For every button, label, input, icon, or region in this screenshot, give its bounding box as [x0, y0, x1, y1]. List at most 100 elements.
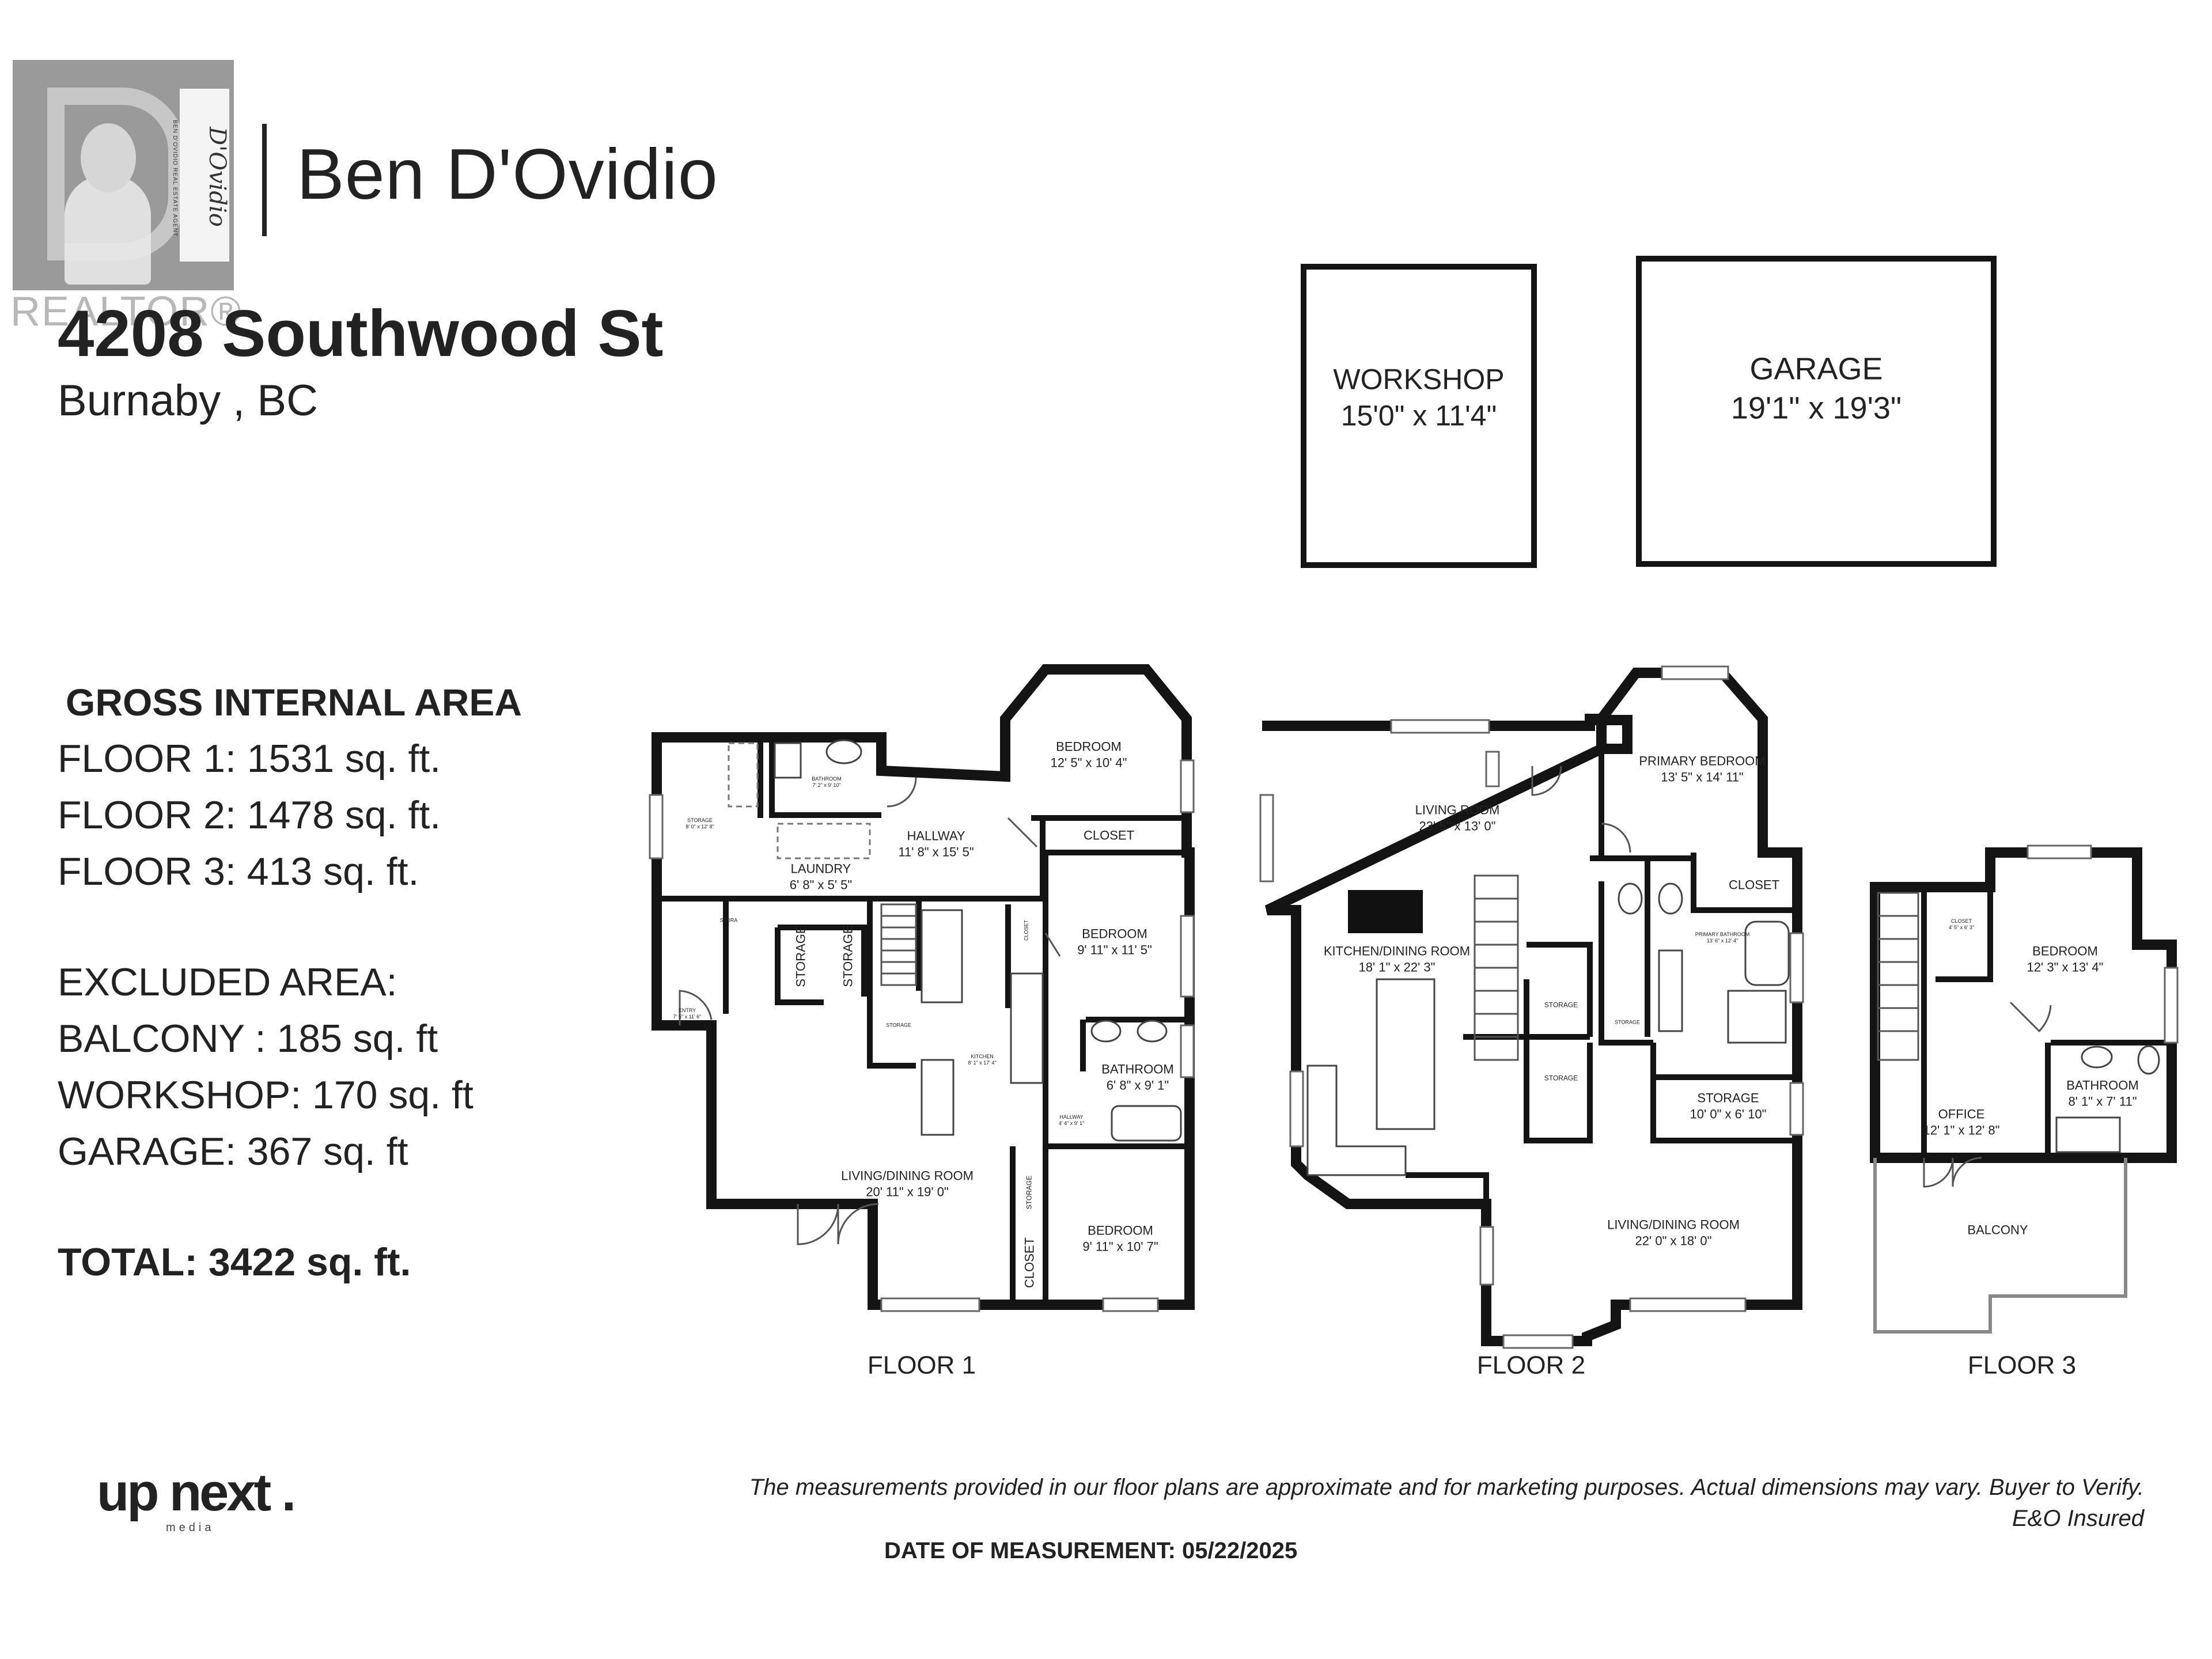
f2-storage-b: STORAGE: [1615, 1019, 1640, 1025]
f3-closet-name: CLOSET: [1950, 918, 1972, 924]
f1-bathroom-b: BATHROOM 6' 8" x 9' 1": [1101, 1062, 1173, 1093]
floor-area-1: FLOOR 1: 1531 sq. ft.: [58, 737, 441, 781]
f2-storage-big-dims: 10' 0" x 6' 10": [1690, 1107, 1767, 1121]
agent-portrait-head: [81, 123, 136, 192]
f1-laundry-dims: 6' 8" x 5' 5": [789, 877, 853, 892]
f1-kitchen-dims: 8' 1" x 17' 4": [968, 1060, 997, 1066]
bathtub: [2055, 1116, 2121, 1153]
floor1-plan: [649, 664, 1195, 1312]
kitchen-island: [1376, 978, 1435, 1130]
excluded-workshop: WORKSHOP: 170 sq. ft: [58, 1073, 474, 1117]
window: [1289, 1070, 1304, 1147]
agent-name: Ben D'Ovidio: [297, 135, 718, 214]
floor-area-2: FLOOR 2: 1478 sq. ft.: [58, 793, 441, 837]
f2-storage-a: STORAGE: [1544, 1001, 1578, 1009]
f3-closet: CLOSET 4' 5" x 6' 3": [1949, 918, 1974, 931]
f1-hallway-b-dims: 4' 4" x 9' 1": [1058, 1120, 1085, 1126]
f3-bedroom: BEDROOM 12' 3" x 13' 4": [2027, 944, 2104, 975]
f1-storage-a-name: STORAGE: [687, 817, 713, 823]
f1-bedroom-a: BEDROOM 12' 5" x 10' 4": [1051, 739, 1127, 771]
f2-living-dining: LIVING/DINING ROOM 22' 0" x 18' 0": [1607, 1217, 1740, 1249]
address-street: 4208 Southwood St: [58, 297, 664, 370]
workshop-name: WORKSHOP: [1333, 363, 1505, 396]
f1-bedroom-b-dims: 9' 11" x 11' 5": [1077, 942, 1152, 957]
vanity: [1658, 949, 1683, 1032]
balcony-outline: [1873, 1158, 2127, 1334]
brand-logo: up next . media: [97, 1463, 296, 1535]
f2-kitchen-dining-name: KITCHEN/DINING ROOM: [1323, 944, 1471, 959]
f1-bedroom-b-name: BEDROOM: [1082, 926, 1147, 941]
door: [1952, 1157, 1982, 1187]
f2-primary-bedroom-name: PRIMARY BEDROOM: [1639, 753, 1766, 768]
f3-balcony: BALCONY: [1967, 1222, 2028, 1237]
window: [1102, 1297, 1159, 1312]
realtor-mark: REALTOR®: [10, 289, 243, 335]
f2-primary-bath-dims: 13' 6" x 12' 4": [1706, 938, 1738, 944]
f2-storage-big-name: STORAGE: [1697, 1090, 1759, 1105]
door: [887, 777, 917, 808]
sink: [825, 739, 862, 764]
f2-living-name: LIVING ROOM: [1415, 802, 1500, 817]
laundry-counter: [777, 823, 871, 859]
window: [1485, 751, 1500, 787]
window: [2164, 967, 2179, 1044]
fireplace: [1348, 890, 1423, 933]
brand-name: up next .: [97, 1463, 296, 1522]
f1-storage-a: STORAGE 8' 0" x 12' 8": [685, 817, 714, 831]
floor2-caption: FLOOR 2: [1476, 1351, 1586, 1380]
floor3-caption: FLOOR 3: [1967, 1351, 2077, 1380]
f1-bedroom-c-dims: 9' 11" x 10' 7": [1082, 1239, 1158, 1253]
f1-living-dining: LIVING/DINING ROOM 20' 11" x 19' 0": [841, 1168, 974, 1200]
f2-living-dining-name: LIVING/DINING ROOM: [1607, 1217, 1740, 1232]
disclaimer-line1: The measurements provided in our floor p…: [749, 1475, 2144, 1500]
floor3-outer-wall: [1870, 847, 2177, 1163]
f1-hallway-b-name: HALLWAY: [1059, 1113, 1084, 1120]
f2-storage-c: STORAGE: [1544, 1074, 1578, 1082]
f1-storage-c: STORAGE: [840, 925, 855, 987]
window: [1479, 1226, 1494, 1286]
kitchen-counter: [921, 909, 963, 1003]
f1-storage-a-dims: 8' 0" x 12' 8": [685, 824, 714, 830]
brand-sub: media: [166, 1521, 215, 1534]
door: [1601, 823, 1631, 853]
f1-bathroom-a-dims: 7' 2" x 9' 10": [812, 782, 841, 788]
workshop-dims: 15'0" x 11'4": [1340, 399, 1497, 431]
f1-living-dining-name: LIVING/DINING ROOM: [841, 1168, 974, 1183]
floor3-plan: [1870, 844, 2179, 1334]
f1-laundry: LAUNDRY 6' 8" x 5' 5": [790, 861, 852, 893]
window: [1180, 915, 1195, 998]
f2-kitchen-dining: KITCHEN/DINING ROOM 18' 1" x 22' 3": [1324, 944, 1470, 975]
f1-laundry-name: LAUNDRY: [790, 861, 851, 876]
bathtub: [1111, 1105, 1182, 1142]
door: [797, 1203, 839, 1245]
f1-entry-dims: 7' 5" x 11' 6": [673, 1014, 702, 1020]
f2-living-dining-dims: 22' 0" x 18' 0": [1635, 1233, 1712, 1248]
f2-primary-bath-name: PRIMARY BATHROOM: [1695, 931, 1750, 937]
f1-bathroom-b-dims: 6' 8" x 9' 1": [1106, 1078, 1169, 1092]
f1-bathroom-a: BATHROOM 7' 2" x 9' 10": [812, 776, 841, 789]
floor3-interior-walls: [1921, 887, 2172, 1158]
f2-living-dims: 23' 5" x 13' 0": [1419, 819, 1496, 833]
f3-office-dims: 12' 1" x 12' 8": [1923, 1123, 2000, 1137]
window: [1789, 1082, 1804, 1136]
workshop-label: WORKSHOP 15'0" x 11'4": [1333, 362, 1504, 434]
excluded-garage: GARAGE: 367 sq. ft: [58, 1130, 408, 1173]
f1-kitchen: KITCHEN 8' 1" x 17' 4": [968, 1054, 996, 1067]
window: [2027, 844, 2092, 859]
excluded-balcony: BALCONY : 185 sq. ft: [58, 1017, 438, 1060]
f1-storage-e: STORAGE: [1025, 1175, 1033, 1210]
f1-kitchen-name: KITCHEN: [971, 1053, 994, 1059]
floor1-outer-wall: [652, 664, 1195, 1310]
window: [1180, 1024, 1195, 1078]
window: [1629, 1297, 1747, 1312]
disclaimer-line2: E&O Insured: [2012, 1506, 2144, 1531]
bathtub: [1744, 921, 1790, 986]
f3-closet-dims: 4' 5" x 6' 3": [1948, 925, 1975, 930]
f3-office-name: OFFICE: [1938, 1107, 1985, 1122]
f2-living: LIVING ROOM 23' 5" x 13' 0": [1415, 802, 1500, 834]
f1-bedroom-c-name: BEDROOM: [1088, 1223, 1153, 1238]
window: [1502, 1334, 1574, 1349]
f1-hallway: HALLWAY 11' 8" x 15' 5": [898, 828, 974, 860]
area-heading: GROSS INTERNAL AREA: [66, 681, 522, 724]
